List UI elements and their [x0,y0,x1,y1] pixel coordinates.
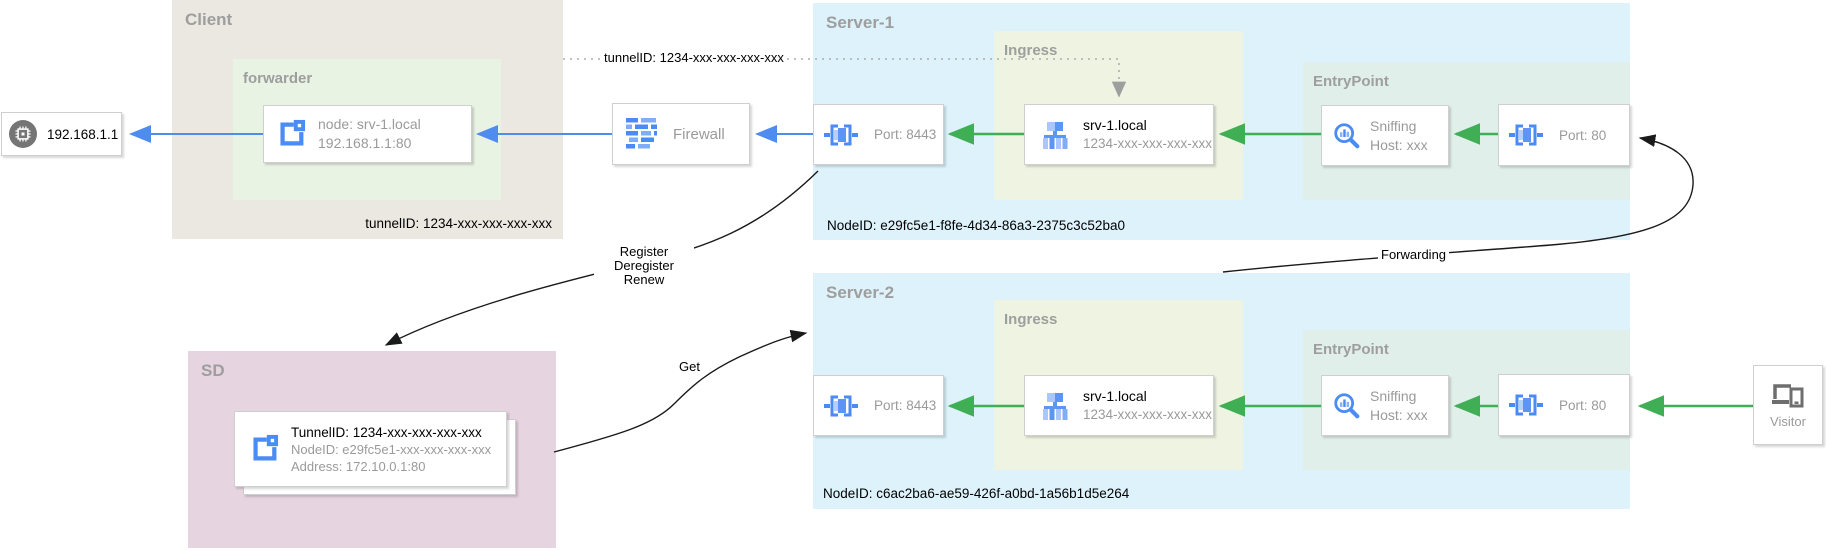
sd-tunnel-id: TunnelID: 1234-xxx-xxx-xxx-xxx [291,424,491,441]
devices-icon [1770,381,1806,411]
server2-sniffing-line1: Sniffing [1370,387,1428,406]
server2-node-id-text: NodeID: c6ac2ba6-ae59-426f-a0bd-1a56b1d5… [823,486,1129,501]
register-line: Register [594,245,694,259]
cpu-chip-icon [9,120,37,148]
server1-port80-label: Port: 80 [1559,128,1606,143]
server1-port80-node[interactable]: Port: 80 [1498,104,1630,166]
forwarder-node-line1: node: srv-1.local [318,115,421,134]
sitemap-icon [1039,120,1071,150]
host-ip-label: 192.168.1.1 [47,127,118,142]
server2-entrypoint-title: EntryPoint [1303,330,1630,358]
firewall-icon [625,118,659,150]
port-icon [824,390,858,422]
server2-ingress-title: Ingress [994,300,1243,328]
server2-ingress-node-id: 1234-xxx-xxx-xxx-xxx [1083,406,1212,424]
server2-port8443-label: Port: 8443 [874,398,936,413]
server1-ingress-node-host: srv-1.local [1083,116,1212,135]
client-title: Client [172,0,563,30]
deregister-line: Deregister [594,259,694,273]
visitor-node[interactable]: Visitor [1753,365,1823,445]
client-tunnel-id-text: tunnelID: 1234-xxx-xxx-xxx-xxx [365,216,552,231]
forwarder-node[interactable]: node: srv-1.local 192.168.1.1:80 [263,105,472,163]
firewall-label: Firewall [673,126,725,143]
server1-title: Server-1 [813,3,1630,33]
search-chart-icon [1332,121,1362,151]
server2-ingress-node-host: srv-1.local [1083,387,1212,406]
get-edge-label: Get [676,359,703,375]
forwarder-node-line2: 192.168.1.1:80 [318,134,421,153]
server1-sniffing-line1: Sniffing [1370,117,1428,136]
server1-ingress-node[interactable]: srv-1.local 1234-xxx-xxx-xxx-xxx [1024,104,1214,165]
server2-sniffing-node[interactable]: Sniffing Host: xxx [1321,375,1449,436]
server1-port8443-label: Port: 8443 [874,127,936,142]
server1-entrypoint-title: EntryPoint [1303,62,1630,90]
server2-port80-node[interactable]: Port: 80 [1498,374,1630,436]
visitor-label: Visitor [1770,414,1806,429]
sd-address: Address: 172.10.0.1:80 [291,458,491,475]
renew-line: Renew [594,273,694,287]
search-chart-icon [1332,391,1362,421]
sitemap-icon [1039,391,1071,421]
port-icon [1509,119,1543,151]
server2-ingress-node[interactable]: srv-1.local 1234-xxx-xxx-xxx-xxx [1024,375,1214,436]
forwarding-edge-label: Forwarding [1378,247,1449,263]
server2-port8443-node[interactable]: Port: 8443 [813,375,944,436]
sd-node-id: NodeID: e29fc5e1-xxx-xxx-xxx-xxx [291,441,491,458]
window-icon [276,119,306,149]
server1-sniffing-node[interactable]: Sniffing Host: xxx [1321,105,1449,166]
server1-port8443-node[interactable]: Port: 8443 [813,104,944,165]
server2-title: Server-2 [813,273,1630,303]
firewall-node[interactable]: Firewall [612,103,750,165]
sd-record-node[interactable]: TunnelID: 1234-xxx-xxx-xxx-xxx NodeID: e… [234,411,507,487]
register-edge-label: Register Deregister Renew [594,245,694,287]
server2-port80-label: Port: 80 [1559,398,1606,413]
forwarder-title: forwarder [233,59,501,87]
server1-ingress-node-id: 1234-xxx-xxx-xxx-xxx [1083,135,1212,153]
window-icon [249,434,279,464]
arrow-get-to-server2 [554,333,806,452]
tunnel-edge-label: tunnelID: 1234-xxx-xxx-xxx-xxx [601,50,787,66]
server1-ingress-title: Ingress [994,31,1243,59]
server1-sniffing-line2: Host: xxx [1370,136,1428,155]
host-node[interactable]: 192.168.1.1 [1,112,122,156]
sd-title: SD [188,351,556,381]
port-icon [1509,389,1543,421]
server2-sniffing-line2: Host: xxx [1370,406,1428,425]
server1-node-id-text: NodeID: e29fc5e1-f8fe-4d34-86a3-2375c3c5… [827,218,1125,233]
port-icon [824,119,858,151]
